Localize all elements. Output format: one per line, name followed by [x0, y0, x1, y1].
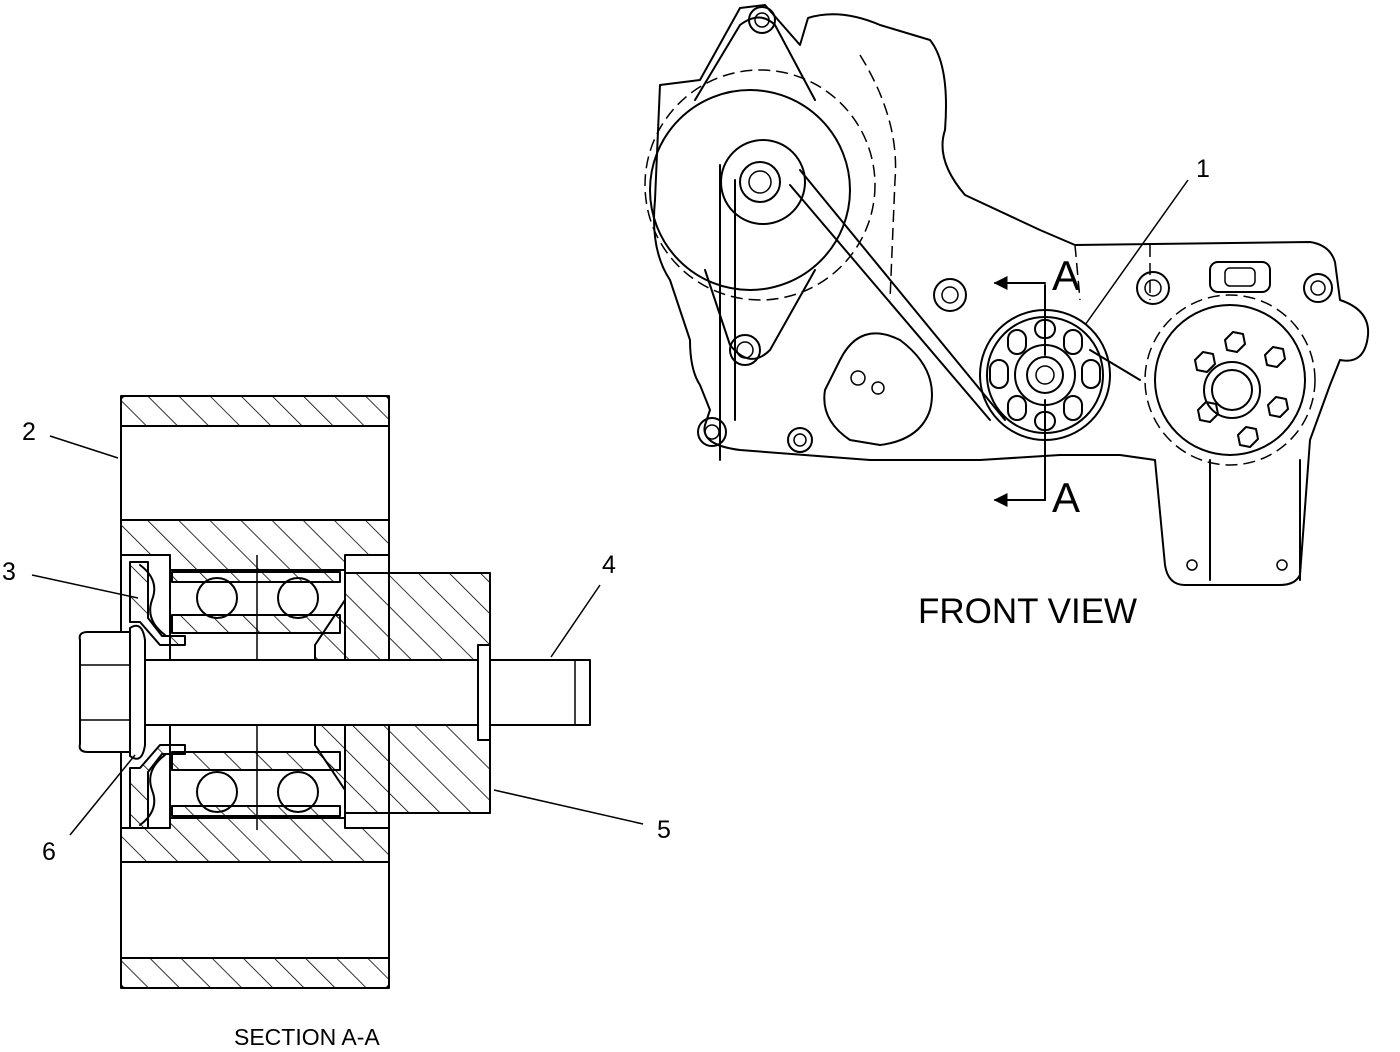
housing-bolts — [933, 271, 1333, 312]
drive-belt — [719, 164, 1141, 461]
section-letter-bottom: A — [1052, 474, 1080, 521]
seal-upper — [129, 561, 186, 646]
housing-hidden-edge — [859, 54, 1151, 301]
hub-lower-section — [120, 817, 390, 863]
bearing-outer-race-top — [171, 571, 341, 583]
callout-2: 2 — [22, 418, 36, 446]
bearing-outer-race-bottom — [171, 805, 341, 817]
seal-lower — [129, 744, 186, 829]
housing-outline — [653, 4, 1370, 586]
cover-plate — [787, 332, 933, 453]
rim-bottom-section — [120, 957, 390, 989]
callout-6: 6 — [42, 838, 56, 866]
leader-line-5 — [493, 789, 644, 825]
section-cut-marker: A A — [993, 252, 1080, 521]
leader-line-6 — [69, 754, 136, 836]
callout-1: 1 — [1196, 155, 1210, 183]
front-view: A A 1 FRONT VIEW — [644, 4, 1370, 631]
rim-top-section — [120, 395, 390, 427]
seal-spring — [139, 564, 166, 826]
section-view-title: SECTION A-A — [234, 1024, 380, 1050]
leader-line-1 — [1084, 179, 1189, 326]
leader-line-2 — [49, 435, 119, 459]
section-letter-top: A — [1052, 252, 1080, 299]
bolt — [78, 624, 591, 760]
pump-pulley — [1144, 261, 1316, 581]
leader-line-3 — [31, 574, 139, 599]
upper-pulley — [644, 6, 876, 366]
small-idler — [697, 417, 727, 447]
callout-4: 4 — [602, 551, 616, 579]
callout-3: 3 — [2, 558, 16, 586]
bearing-inner-race-top — [171, 614, 341, 634]
bearing-inner-race-bottom — [171, 751, 341, 771]
callout-5: 5 — [657, 816, 671, 844]
leader-line-4 — [550, 584, 601, 658]
bearing-balls — [196, 577, 319, 813]
section-view: 2 3 4 5 6 SECTION A-A — [2, 395, 671, 1050]
front-view-title: FRONT VIEW — [918, 592, 1137, 631]
